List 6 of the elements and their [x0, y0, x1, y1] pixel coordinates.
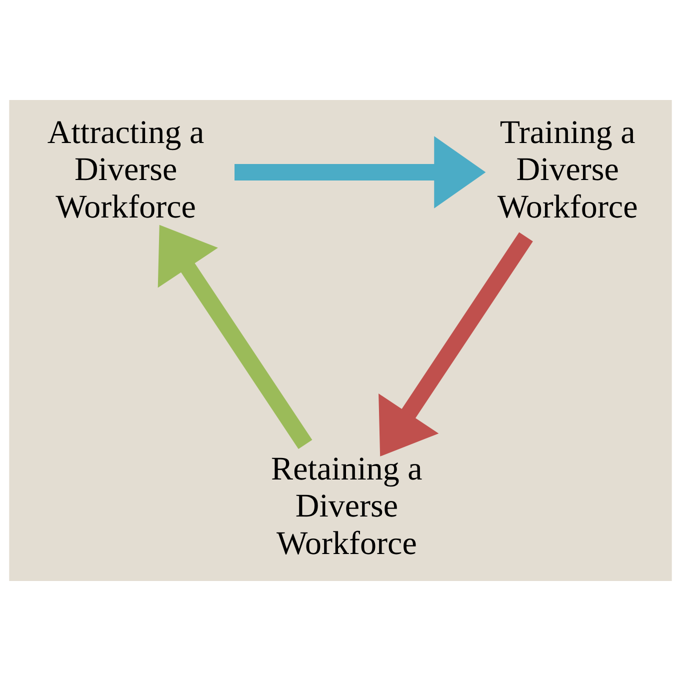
arrow: [378, 232, 532, 456]
node-text: Retaining a Diverse Workforce: [270, 450, 422, 562]
node-text: Attracting a Diverse Workforce: [46, 114, 204, 225]
node-text: Training a Diverse Workforce: [496, 114, 638, 225]
arrow: [234, 136, 486, 208]
arrow: [157, 224, 312, 449]
